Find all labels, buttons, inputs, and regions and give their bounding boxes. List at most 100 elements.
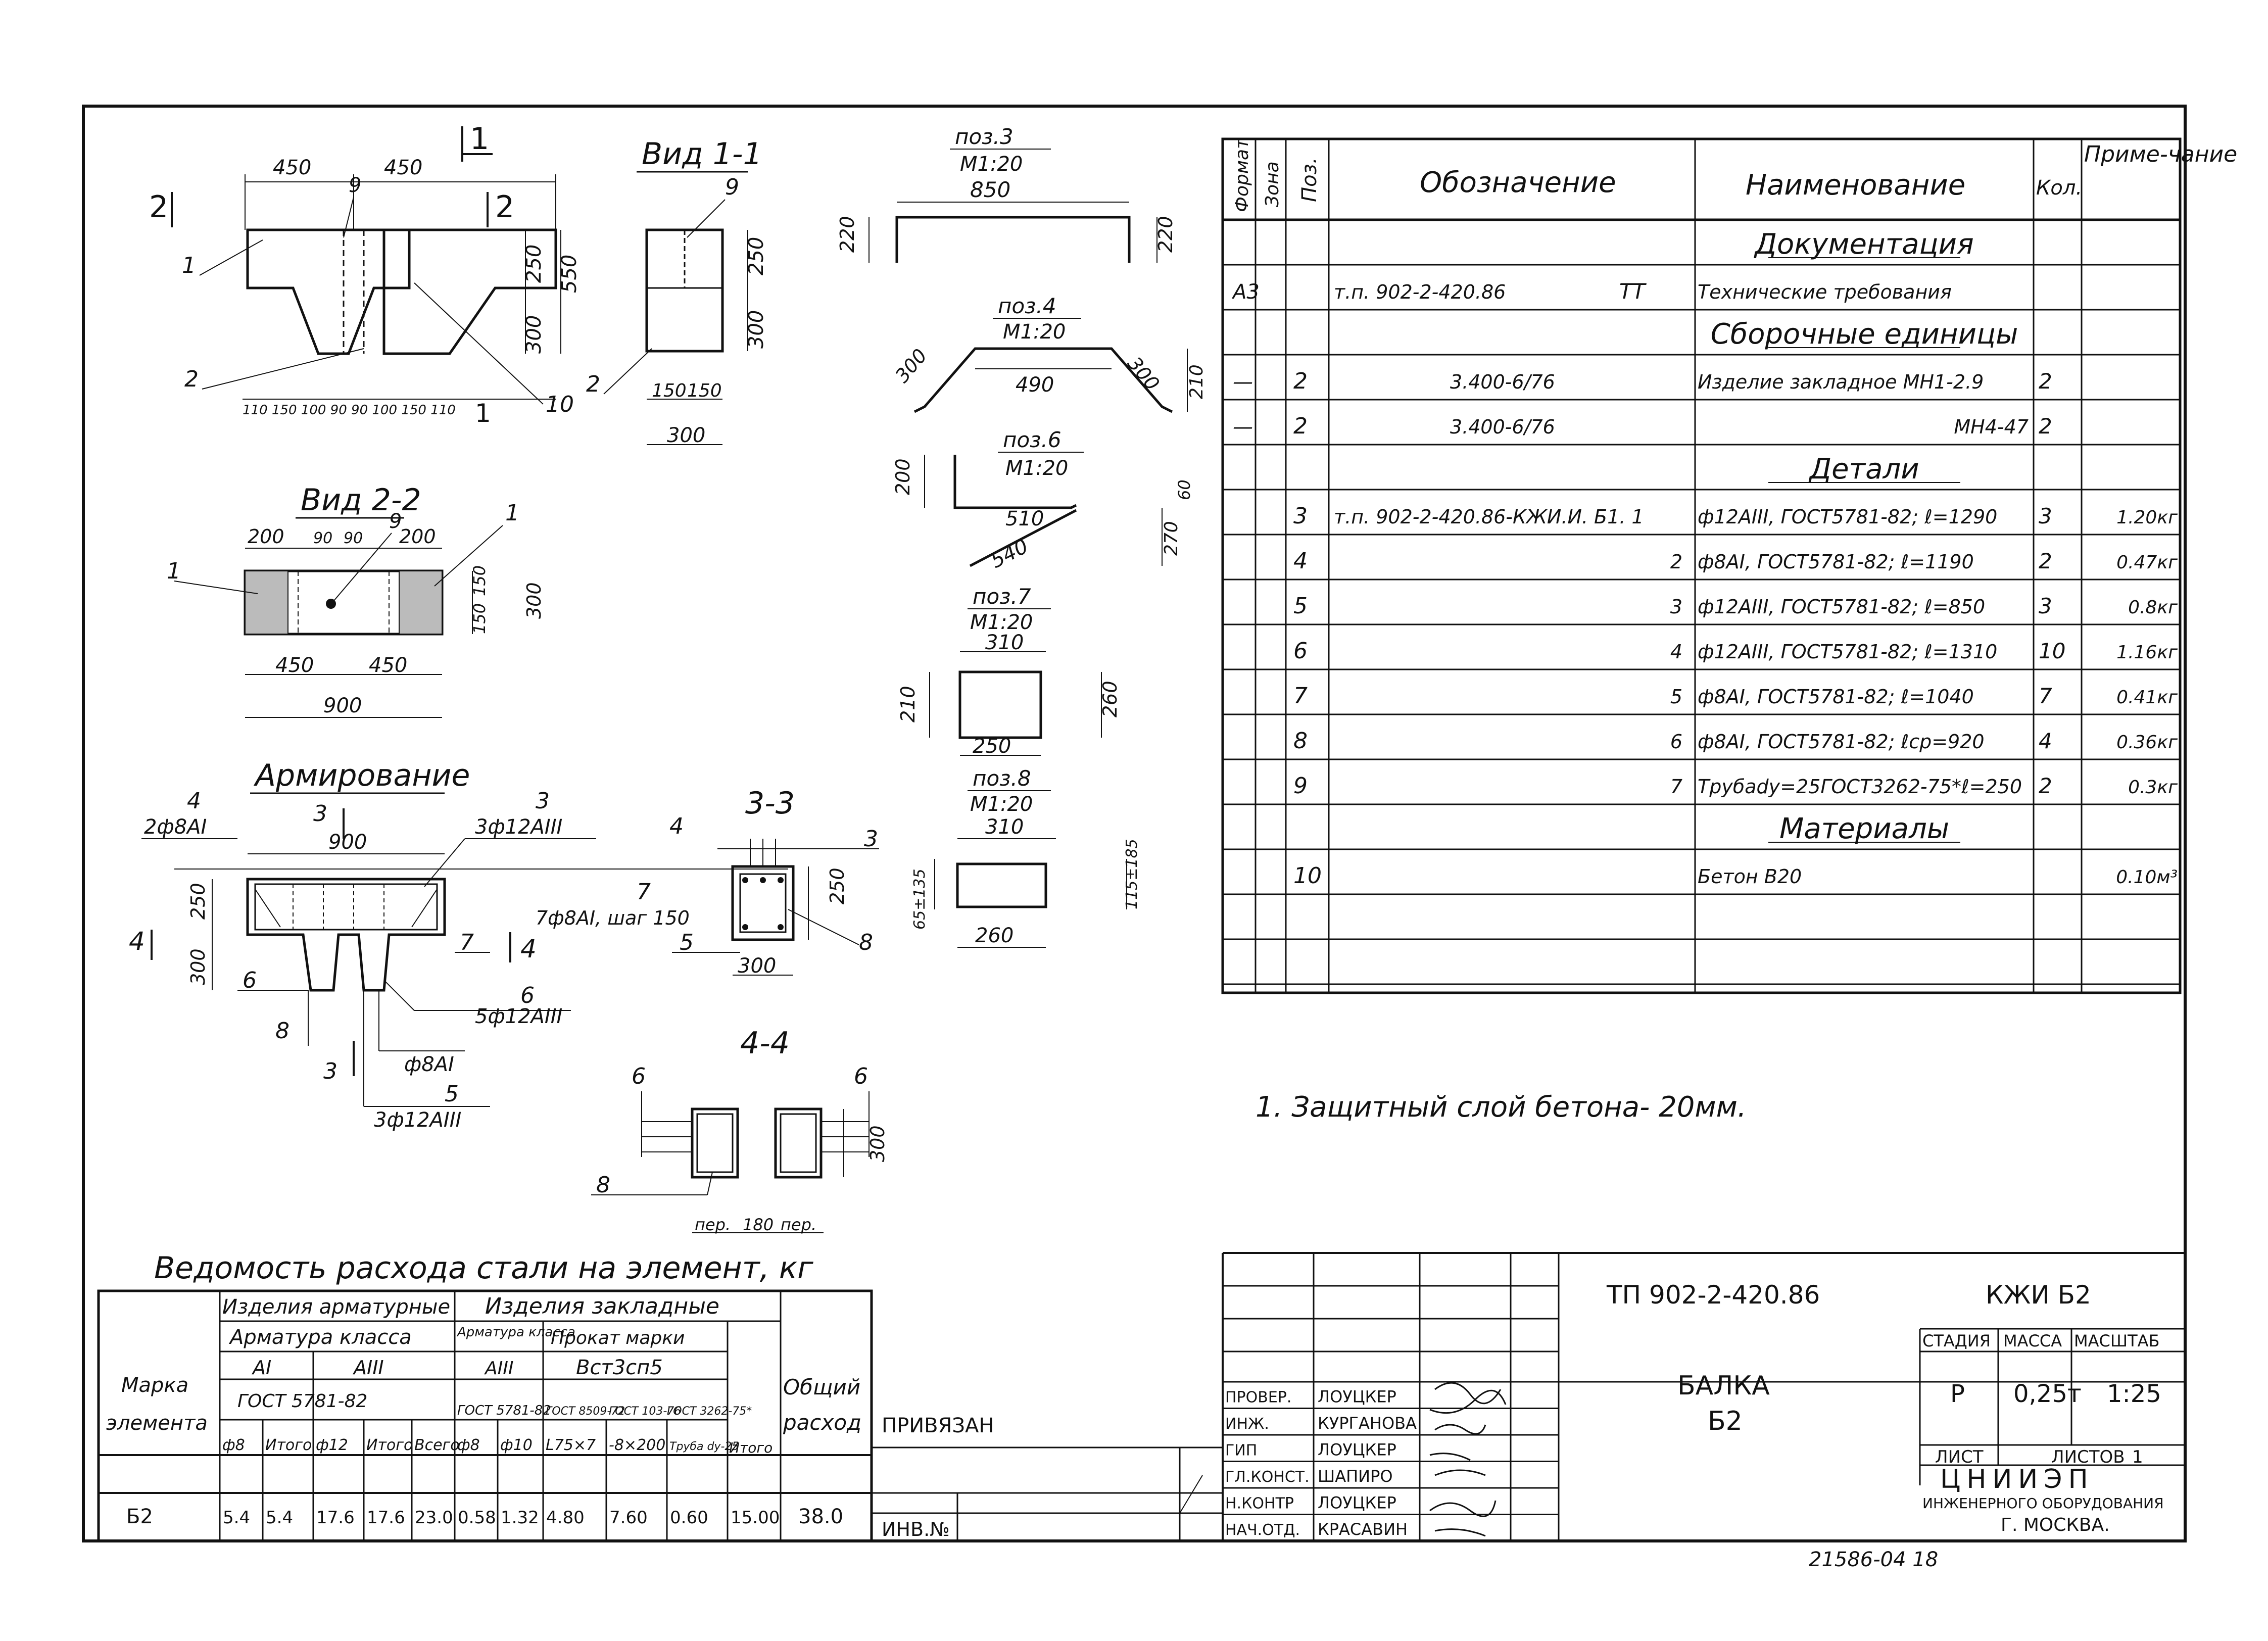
arm-dim-250: 250 — [187, 883, 209, 920]
steel-col-header: Итого — [265, 1436, 312, 1454]
steel-consumption-table: Ведомость расхода стали на элемент, кг М… — [97, 1250, 873, 1542]
steel-table-title: Ведомость расхода стали на элемент, кг — [154, 1250, 813, 1286]
spec-h-designation: Обозначение — [1420, 166, 1616, 199]
position-3: поз.3 М1:20 850 220 220 — [836, 124, 1177, 263]
callout-2: 2 — [184, 366, 199, 392]
s33-callout-3: 3 — [864, 826, 878, 852]
callout-9: 9 — [349, 174, 361, 197]
spec-cell-note: 0.8кг — [2128, 597, 2178, 618]
vid-1-1-dim-300: 300 — [745, 310, 768, 349]
stamp-person-name: ЛОУЦКЕР — [1318, 1440, 1396, 1460]
stamp-role: Н.КОНТР — [1225, 1495, 1294, 1513]
vid-2-2-dim-90a: 90 — [313, 529, 332, 547]
pos7-dim-210: 210 — [897, 686, 919, 722]
spec-cell-pos: 2 — [1293, 413, 1308, 439]
spec-cell-pos: 6 — [1293, 638, 1308, 664]
spec-cell-name: ф8АI, ГОСТ5781-82; ℓ=1190 — [1698, 551, 1974, 573]
arm-label-3f12b: 3ф12АIII — [374, 1108, 461, 1132]
spec-cell-designation: т.п. 902-2-420.86 — [1334, 281, 1506, 303]
s44-title: 4-4 — [740, 1026, 790, 1061]
pos8-title: поз.8 — [973, 766, 1031, 791]
callout-1: 1 — [182, 253, 196, 278]
vid-2-2-dim-150a: 150 — [470, 565, 489, 596]
spec-cell-designation: 6 — [1670, 731, 1682, 753]
stamp-role: ГЛ.КОНСТ. — [1225, 1468, 1310, 1486]
pos6-scale: М1:20 — [1005, 457, 1068, 480]
pos3-title: поз.3 — [955, 124, 1014, 149]
arm-label-7b: 7 — [460, 930, 474, 955]
spec-cell-format: А3 — [1231, 280, 1260, 304]
spec-cell-name: ф8АI, ГОСТ5781-82; ℓср=920 — [1698, 731, 1985, 753]
steel-h-gost3: ГОСТ 8509-72 — [546, 1405, 625, 1418]
pos6-dim-510: 510 — [1005, 507, 1044, 530]
stamp-role: ПРОВЕР. — [1225, 1389, 1291, 1407]
vid-2-2-callout-9: 9 — [389, 510, 402, 533]
stamp-org: ЦНИИЭП — [1940, 1464, 2094, 1494]
spec-cell-designation-suffix: ТТ — [1619, 279, 1647, 304]
stamp-role: ИНЖ. — [1225, 1415, 1269, 1433]
spec-section-heading: Сборочные единицы — [1711, 318, 2018, 351]
section-view-1-1: 450 450 250 550 300 110 150 100 90 90 10… — [149, 121, 581, 428]
position-6: поз.6 М1:20 200 510 60 540 270 — [892, 427, 1194, 573]
spec-section-heading: Материалы — [1779, 812, 1949, 845]
steel-h-gost2: ГОСТ 5781-82 — [457, 1403, 551, 1418]
arm-label-7: 7 — [637, 879, 651, 905]
vid-2-2-dim-90b: 90 — [344, 529, 363, 547]
arm-label-7f8: 7ф8АI, шаг 150 — [536, 907, 690, 929]
s44-dim-180: 180 — [743, 1215, 774, 1234]
pos4-dim-300b: 300 — [1123, 353, 1164, 395]
steel-h-gost5: ГОСТ 3262-75* — [667, 1405, 752, 1418]
steel-h-a3b: АIII — [484, 1358, 513, 1379]
arm-label-2f8: 2ф8АI — [144, 815, 207, 839]
spec-cell-note: 0.10м³ — [2116, 867, 2178, 888]
title-block: ПРИВЯЗАН ИНВ.№ ПРОВЕР.ЛОУЦКЕРИНЖ.КУРГАНО… — [872, 1252, 2185, 1541]
vid-2-2-dim-150b: 150 — [470, 603, 489, 634]
spec-cell-name: Технические требования — [1698, 281, 1952, 303]
spec-cell-note: 0.3кг — [2128, 777, 2178, 798]
pos3-scale: М1:20 — [960, 153, 1023, 176]
steel-value-cell: 15.00 — [731, 1508, 780, 1528]
pos6-title: поз.6 — [1003, 427, 1061, 452]
spec-cell-qty: 2 — [2039, 549, 2052, 573]
pos7-scale: М1:20 — [970, 611, 1033, 634]
stamp-code: ТП 902-2-420.86 — [1606, 1280, 1820, 1310]
spec-cell-pos: 7 — [1293, 683, 1308, 709]
pos7-title: поз.7 — [973, 584, 1031, 609]
view-section-3-3: 3-3 4 3 250 300 5 8 — [669, 786, 879, 978]
spec-cell-designation: 2 — [1670, 551, 1682, 573]
s33-dim-300: 300 — [738, 954, 776, 978]
pos8-dim-260: 260 — [975, 924, 1014, 947]
spec-cell-qty: 4 — [2039, 729, 2052, 753]
arm-title: Армирование — [253, 758, 470, 793]
pos4-dim-210: 210 — [1186, 364, 1207, 399]
arm-label-3: 3 — [536, 788, 550, 814]
arm-label-8: 8 — [275, 1018, 289, 1044]
pos3-dim-220b: 220 — [1154, 216, 1177, 253]
arm-label-5f12: 5ф12АIII — [475, 1005, 562, 1028]
position-4: поз.4 М1:20 490 300 300 210 — [891, 294, 1207, 413]
steel-h-mark-1: Марка — [121, 1374, 188, 1397]
section-mark-2-left: 2 — [149, 189, 168, 225]
section-mark-1b: 1 — [475, 399, 491, 428]
dim-450-left: 450 — [273, 156, 311, 179]
pos6-dim-60: 60 — [1175, 479, 1194, 500]
stamp-role: ГИП — [1225, 1442, 1257, 1460]
spec-cell-qty: 2 — [2039, 414, 2052, 439]
stamp-stage: Р — [1950, 1380, 1965, 1408]
steel-h-vst: Вст3сп5 — [576, 1356, 663, 1379]
spec-h-qty: Кол. — [2036, 176, 2082, 200]
spec-cell-qty: 2 — [2039, 774, 2052, 798]
spec-cell-note: 0.41кг — [2116, 687, 2178, 708]
spec-cell-note: 0.47кг — [2116, 552, 2178, 573]
stamp-title-line1: БАЛКА — [1677, 1371, 1770, 1401]
steel-h-a3: АIII — [352, 1357, 384, 1379]
view-vid-1-1: Вид 1-1 250 300 150 150 300 9 2 — [586, 136, 768, 447]
callout-10: 10 — [546, 392, 574, 417]
pos6-dim-200: 200 — [892, 458, 914, 495]
spec-cell-qty: 10 — [2039, 639, 2065, 663]
pos4-dim-300a: 300 — [891, 345, 931, 387]
spec-cell-pos: 10 — [1293, 863, 1322, 889]
vid-2-2-dim-200a: 200 — [248, 525, 284, 548]
